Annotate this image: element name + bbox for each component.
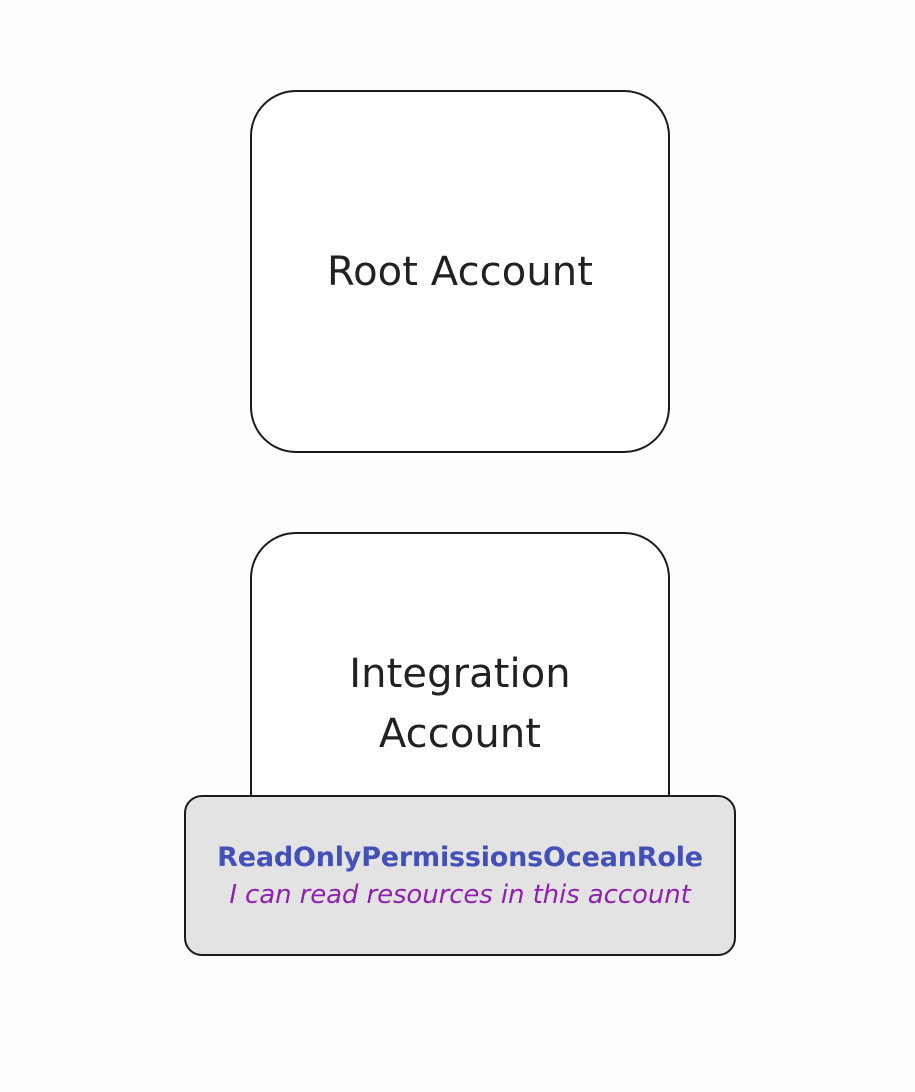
node-root-account[interactable]: Root Account	[250, 90, 670, 453]
node-integration-account-label: Integration Account	[349, 651, 571, 757]
role-name-label: ReadOnlyPermissionsOceanRole	[217, 841, 703, 873]
role-callout-readonly-permissions-ocean-role[interactable]: ReadOnlyPermissionsOceanRole I can read …	[184, 795, 736, 956]
role-description-label: I can read resources in this account	[229, 879, 691, 910]
node-root-account-label: Root Account	[326, 248, 594, 295]
node-integration-account[interactable]: Integration Account	[250, 532, 670, 798]
